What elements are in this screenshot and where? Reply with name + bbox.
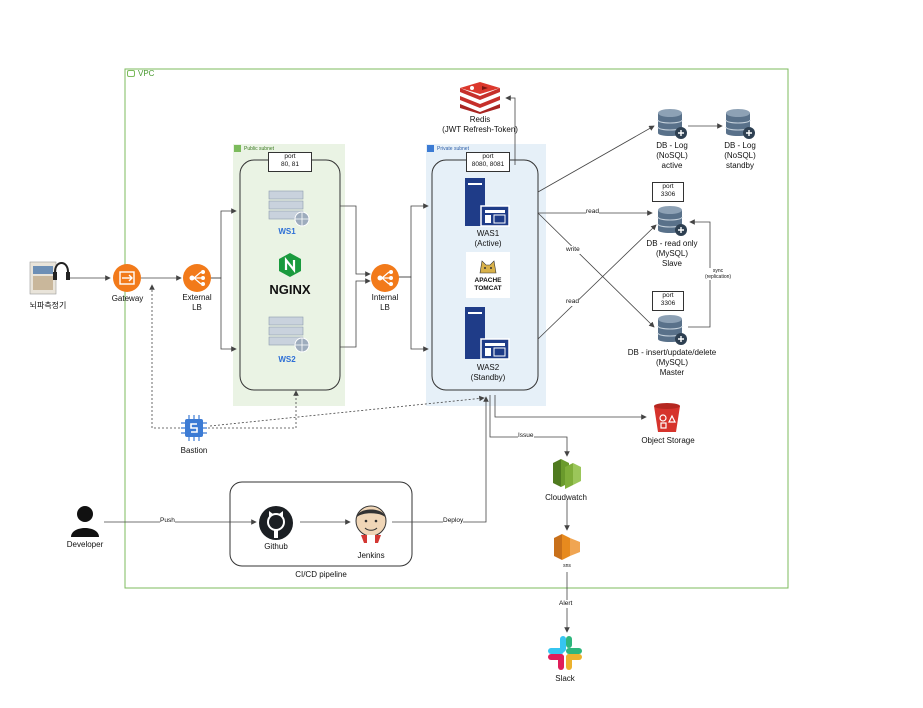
eeg-device-icon — [28, 258, 70, 303]
github-label: Github — [264, 542, 288, 551]
was1-label: WAS1(Active) — [474, 229, 502, 248]
ws2-label: WS2 — [278, 355, 296, 364]
sns-label: sns — [563, 563, 571, 569]
developer-label: Developer — [66, 540, 104, 549]
cloudwatch-icon — [549, 455, 585, 496]
edge-label-push: Push — [160, 517, 175, 525]
object-storage-label: Object Storage — [641, 436, 695, 445]
vpc-label: VPC — [138, 69, 155, 78]
edge-label-deploy: Deploy — [443, 517, 464, 525]
developer-icon — [70, 505, 100, 542]
public-subnet-label: Public subnet — [244, 146, 275, 152]
edge-label-write: write — [566, 246, 580, 254]
eeg-device-label: 뇌파측정기 — [29, 301, 67, 310]
external-lb-icon — [182, 263, 212, 298]
sns-icon — [552, 532, 582, 567]
nginx-label: NGINX — [269, 282, 311, 297]
jenkins-icon — [352, 503, 390, 548]
db-log-active-icon — [656, 108, 688, 145]
edge-label-sync: sync(replication) — [698, 268, 738, 280]
db-log-standby-icon — [724, 108, 756, 145]
was2-server-icon — [465, 307, 511, 366]
db-slave-icon — [656, 205, 688, 242]
db-master-icon — [656, 314, 688, 351]
private-subnet-label: Private subnet — [437, 146, 469, 152]
ws1-label: WS1 — [278, 227, 296, 236]
vpc-boundary — [124, 68, 789, 589]
edge-label-alert: Alert — [559, 600, 573, 608]
edge-label-read-top: read — [586, 208, 600, 216]
cicd-label: CI/CD pipeline — [295, 570, 347, 579]
edge-label-read-bottom: read — [566, 298, 580, 306]
vpc-icon — [127, 70, 135, 77]
ws1-server-icon — [268, 190, 310, 233]
db-slave-label: DB - read only(MySQL)Slave — [646, 239, 698, 268]
redis-label: Redis(JWT Refresh-Token) — [442, 115, 518, 134]
ws2-server-icon — [268, 316, 310, 359]
nginx-logo-icon — [278, 252, 302, 283]
jenkins-label: Jenkins — [357, 551, 385, 560]
db-log-standby-label: DB - Log(NoSQL)standby — [724, 141, 756, 170]
was2-label: WAS2(Standby) — [470, 363, 506, 382]
object-storage-icon — [652, 402, 682, 439]
cicd-group — [229, 481, 413, 567]
db-log-active-label: DB - Log(NoSQL)active — [656, 141, 688, 170]
internal-lb-icon — [370, 263, 400, 298]
gateway-label: Gateway — [111, 294, 144, 303]
github-icon — [258, 505, 294, 546]
bastion-icon — [180, 414, 208, 447]
slack-icon — [546, 634, 584, 677]
cloudwatch-label: Cloudwatch — [545, 493, 587, 502]
bastion-label: Bastion — [180, 446, 208, 455]
was1-server-icon — [465, 178, 511, 233]
edge-label-issue: Issue — [518, 432, 534, 440]
gateway-icon — [112, 263, 142, 298]
private-subnet-icon — [427, 145, 434, 152]
slack-label: Slack — [555, 674, 575, 683]
public-subnet-icon — [234, 145, 241, 152]
redis-icon — [458, 82, 502, 119]
db-master-label: DB - insert/update/delete(MySQL)Master — [627, 348, 717, 377]
